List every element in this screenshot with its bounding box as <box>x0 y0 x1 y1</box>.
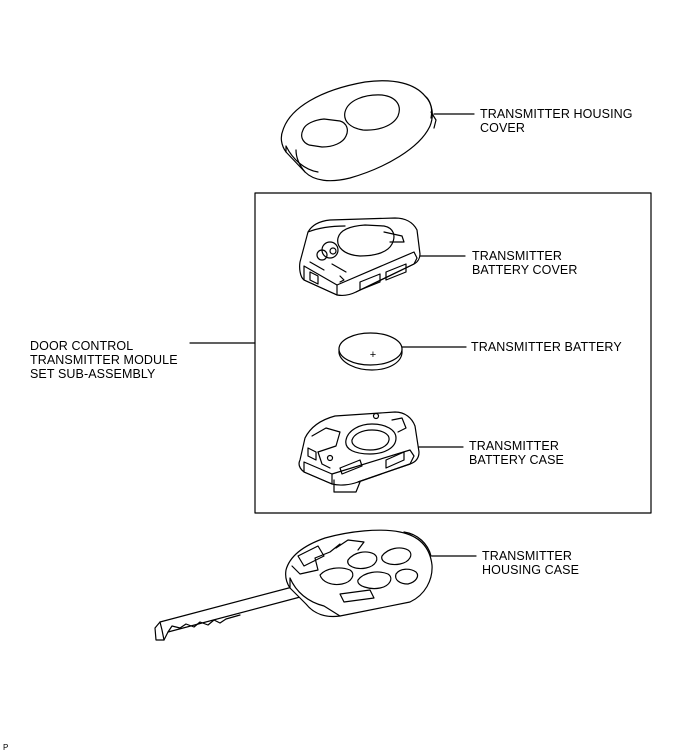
module-set-frame <box>254 192 652 514</box>
label-transmitter-housing-case: TRANSMITTER HOUSING CASE <box>482 549 580 577</box>
label-door-control-module-set: DOOR CONTROL TRANSMITTER MODULE SET SUB-… <box>30 339 178 381</box>
label-transmitter-battery-cover: TRANSMITTER BATTERY COVER <box>472 249 578 277</box>
transmitter-battery <box>338 332 403 371</box>
label-transmitter-battery: TRANSMITTER BATTERY <box>471 340 622 354</box>
transmitter-battery-case <box>298 411 420 493</box>
transmitter-housing-case <box>154 529 433 641</box>
corner-mark: P <box>3 743 9 752</box>
label-transmitter-battery-case: TRANSMITTER BATTERY CASE <box>469 439 564 467</box>
transmitter-housing-cover <box>280 80 437 182</box>
battery-polarity-mark: + <box>370 349 376 361</box>
label-transmitter-housing-cover: TRANSMITTER HOUSING COVER <box>480 107 633 135</box>
transmitter-battery-cover <box>299 217 421 296</box>
